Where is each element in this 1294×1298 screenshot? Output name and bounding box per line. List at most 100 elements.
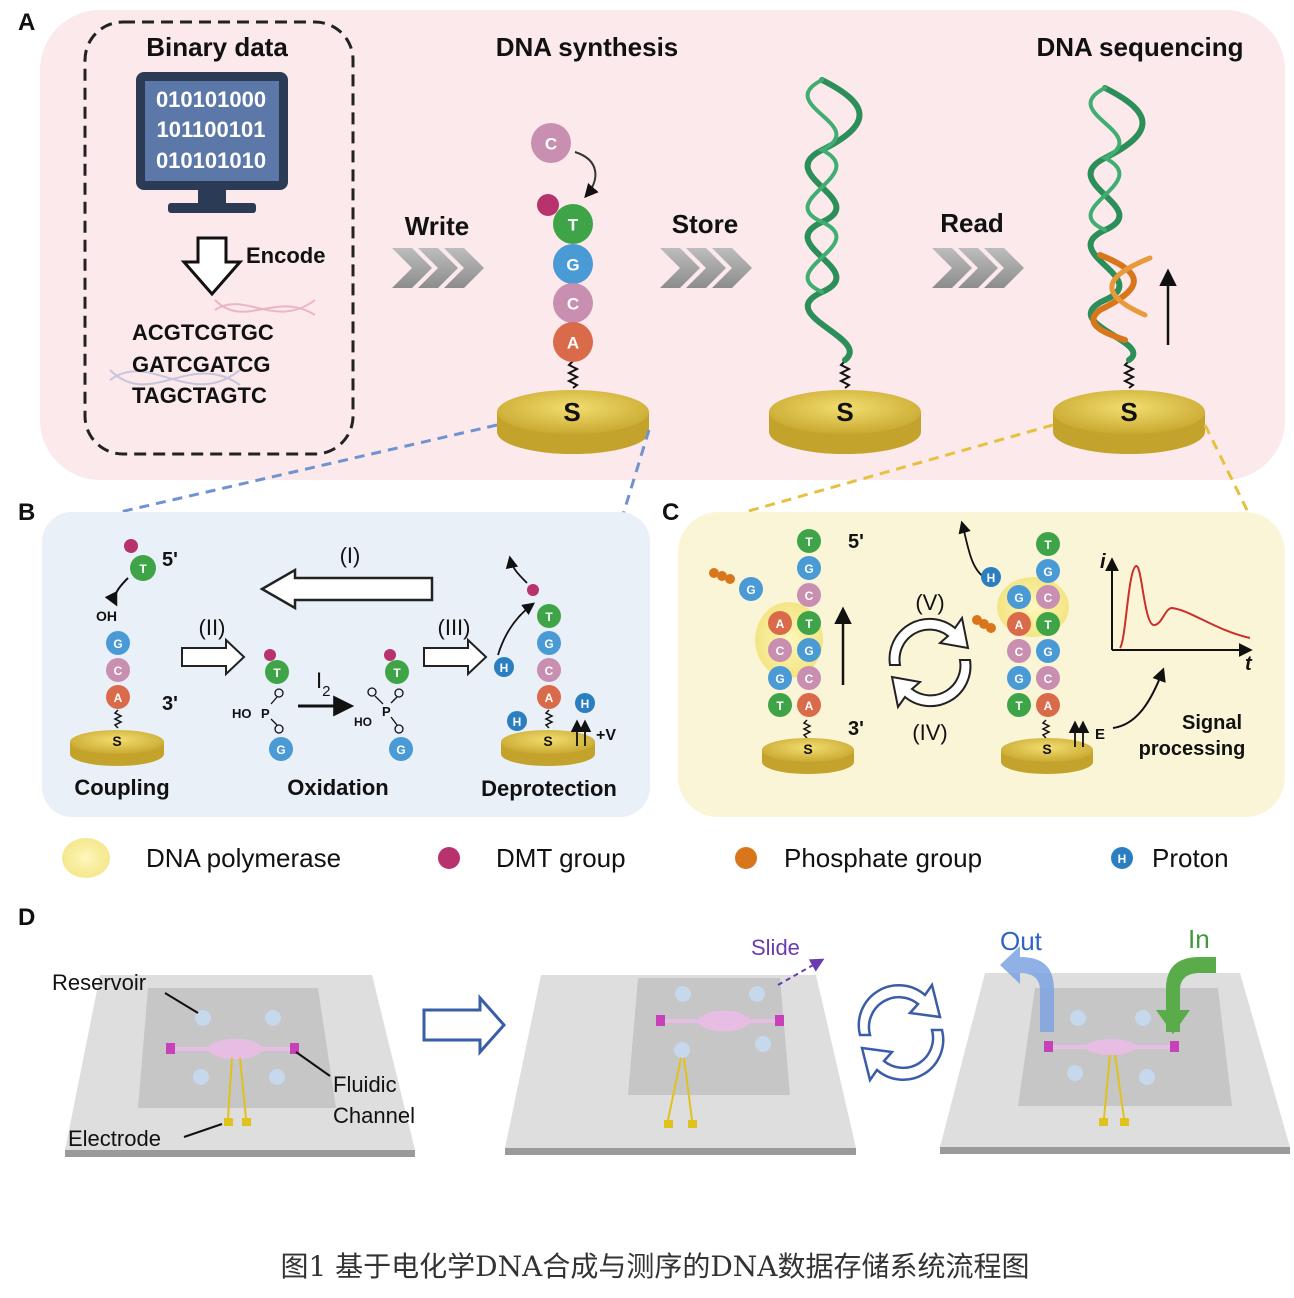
processing-label: processing [1139,738,1246,760]
panel-d-letter: D [18,904,35,931]
svg-text:C: C [1044,672,1053,686]
nucleotide-A: A [553,322,593,362]
svg-text:G: G [1014,672,1023,686]
y-axis-label: i [1100,551,1106,573]
phosphate-group-icon [735,847,757,869]
reservoir-pointer [164,992,199,1014]
iodine-label: I2 [316,668,330,700]
svg-text:T: T [273,666,281,680]
nucleotide-G: G [269,737,293,761]
svg-text:G: G [544,637,553,651]
bond-line [390,696,398,704]
signal-arrow-icon [1112,667,1166,729]
read-label: Read [940,208,1004,238]
slide-label: Slide [751,935,800,960]
sulfur-label-c1: S [803,741,812,757]
incoming-nucleotide-G: G [739,577,763,601]
nucleotide-T: T [1036,532,1060,556]
dmt-group-icon [527,584,539,596]
out-label: Out [1000,926,1043,956]
svg-text:C: C [545,664,554,678]
gold-electrode-storage [769,390,921,454]
panel-a-letter: A [18,9,35,36]
phosphate-chain-icon [709,568,735,584]
nucleotide-T: T [265,660,289,684]
signal-label: Signal [1182,712,1242,734]
svg-text:G: G [1014,591,1023,605]
sequence-line-1: ACGTCGTGC [132,320,274,345]
coupling-arrow-icon [104,577,129,607]
nucleotide-G: G [537,631,561,655]
svg-text:H: H [513,715,522,729]
nucleotide-G: G [1036,639,1060,663]
svg-text:T: T [545,610,553,624]
write-label: Write [405,211,470,241]
binary-data-title: Binary data [146,32,288,62]
sulfur-label-b1: S [112,733,121,749]
electrode-label: Electrode [68,1126,161,1151]
microfluidic-chip-3 [940,973,1290,1154]
step-iv-label: (IV) [912,720,947,745]
connector-c-left [744,423,1054,514]
transition-arrow-icon [422,994,507,1056]
svg-text:C: C [805,672,814,686]
binary-data-box [83,20,355,456]
sulfur-label-c2: S [1042,741,1051,757]
step-iii-arrow-icon [423,637,488,677]
oxidation-label: Oxidation [287,775,388,800]
nucleotide-C: C [1007,639,1031,663]
plus-v-label: +V [596,727,616,744]
gold-electrode-c2 [1001,738,1093,774]
step-ii-arrow-icon [181,637,246,677]
release-arrow-icon [497,602,536,656]
sulfur-label-2: S [836,397,853,427]
nucleotide-A: A [1007,612,1031,636]
binary-line-3: 010101010 [156,148,266,173]
cycle-arrows-icon [857,982,945,1083]
svg-text:C: C [805,589,814,603]
svg-text:T: T [1015,699,1023,713]
proton-icon: H [1111,847,1133,869]
nucleotide-G: G [1007,585,1031,609]
svg-text:A: A [1015,618,1024,632]
nucleotide-A: A [106,685,130,709]
oxygen-atom-icon [394,724,404,734]
sulfur-label-3: S [1120,397,1137,427]
proton-icon: H [507,711,527,731]
microfluidic-chip-2 [505,975,856,1155]
svg-text:T: T [139,562,147,576]
nucleotide-C: C [797,666,821,690]
fluidic-label: Fluidic [333,1072,397,1097]
dna-helix-faint-icon [109,299,316,386]
dna-synthesis-title: DNA synthesis [496,32,679,62]
svg-text:T: T [568,216,579,235]
ho-label-2: HO [354,715,372,729]
svg-text:H: H [500,661,509,675]
gold-electrode-sequencing [1053,390,1205,454]
oxygen-atom-icon [394,688,404,698]
linker-c2 [1041,719,1051,739]
svg-text:A: A [114,691,123,705]
nucleotide-A: A [537,685,561,709]
svg-text:C: C [1015,645,1024,659]
sequence-line-3: TAGCTAGTC [132,383,267,408]
legend-phosphate: Phosphate group [784,843,982,873]
write-chevrons-icon [392,248,484,288]
svg-text:G: G [1043,645,1052,659]
in-arrowhead-icon [1156,1010,1190,1034]
nucleotide-G: G [1007,666,1031,690]
channel-label: Channel [333,1103,415,1128]
nucleotide-T: T [797,611,821,635]
coupling-arrow-icon [574,151,599,199]
svg-text:A: A [545,691,554,705]
microfluidic-chip-1 [65,975,415,1157]
bond-line [390,716,398,726]
nucleotide-G: G [797,556,821,580]
svg-text:G: G [804,644,813,658]
three-prime-label: 3' [162,693,178,715]
legend-polymerase: DNA polymerase [146,843,341,873]
ho-label-1: HO [232,706,252,721]
x-axis-label: t [1245,653,1253,675]
svg-text:A: A [1044,699,1053,713]
gold-electrode-c1 [762,738,854,774]
